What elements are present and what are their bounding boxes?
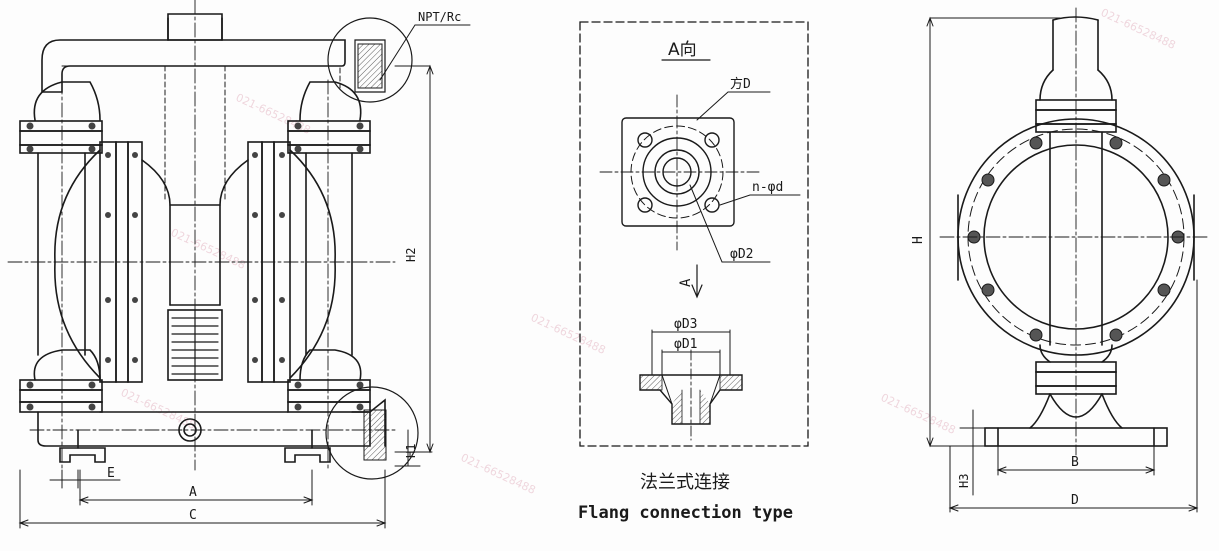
caption-chinese: 法兰式连接 [640, 472, 730, 493]
caption-english: Flang connection type [578, 503, 793, 523]
watermark: 021-66528488 [459, 451, 538, 497]
front-view [7, 0, 471, 529]
h-label: H [911, 236, 926, 244]
flange-detail [579, 21, 809, 447]
side-view [926, 7, 1211, 513]
h1-label: H1 [404, 444, 418, 458]
e-label: E [107, 466, 115, 481]
npt-label: NPT/Rc [418, 10, 461, 24]
d1-label: φD1 [674, 337, 697, 352]
watermark: 021-66528488 [879, 391, 958, 437]
d-label: D [1071, 493, 1079, 508]
side-view-labels: H H3 B D [911, 236, 1079, 508]
c-label: C [189, 508, 197, 523]
h2-label: H2 [404, 248, 418, 262]
b-label: B [1071, 455, 1079, 470]
watermark-layer: 021-66528488 021-66528488 021-66528488 0… [119, 6, 1178, 497]
watermark: 021-66528488 [529, 311, 608, 357]
d2-label: φD2 [730, 247, 753, 262]
a-label: A [189, 485, 197, 500]
holes-label: n-φd [752, 180, 783, 195]
front-view-labels: NPT/Rc H2 H1 E A C [107, 10, 461, 523]
watermark: 021-66528488 [1099, 6, 1178, 52]
arrow-a-label: A [678, 278, 694, 287]
flange-detail-labels: A向 方D n-φd φD2 A φD3 φD1 法兰式连接 Flang con… [578, 40, 793, 523]
view-a-title: A向 [668, 40, 697, 60]
h3-label: H3 [957, 474, 971, 488]
d3-label: φD3 [674, 317, 697, 332]
square-d-label: 方D [730, 76, 751, 92]
watermark: 021-66528488 [169, 226, 248, 272]
